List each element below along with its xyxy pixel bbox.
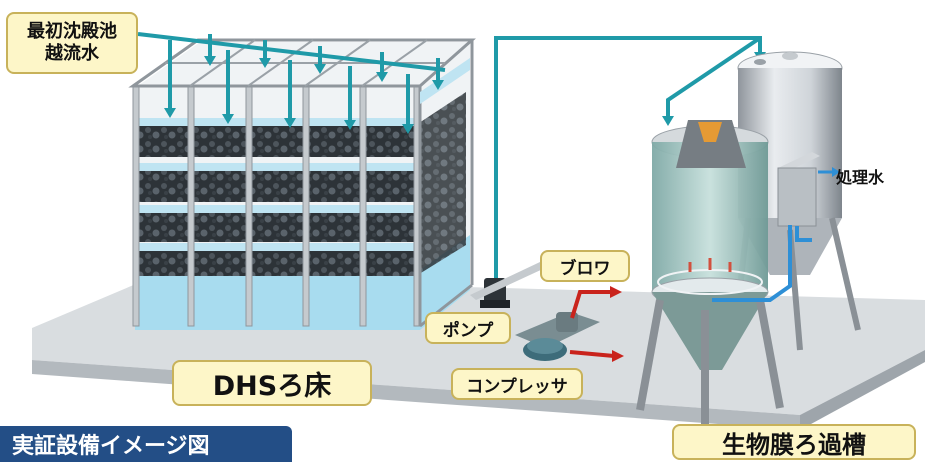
air-supply-line (569, 290, 615, 358)
inflow-distribution-pipe (137, 32, 446, 126)
dhs-filter-bed (128, 38, 476, 330)
pump-label: ポンプ (425, 312, 511, 344)
pump (470, 262, 545, 308)
inflow-label: 最初沈殿池 越流水 (6, 12, 138, 74)
control-box (777, 152, 820, 242)
dhs-label: DHSろ床 (172, 360, 372, 406)
inflow-label-line1: 最初沈殿池 (27, 21, 117, 42)
blower-compressor (515, 312, 600, 361)
pump-outlet-pipe (494, 36, 762, 290)
inflow-label-line2: 越流水 (45, 43, 99, 64)
biofilm-tank-label: 生物膜ろ過槽 (672, 424, 916, 460)
biofilm-filtration-tank (636, 120, 792, 426)
diagram-title: 実証設備イメージ図 (0, 426, 292, 462)
compressor-label: コンプレッサ (451, 368, 583, 400)
treated-water-label: 処理水 (836, 168, 885, 187)
blower-label: ブロワ (540, 250, 630, 282)
